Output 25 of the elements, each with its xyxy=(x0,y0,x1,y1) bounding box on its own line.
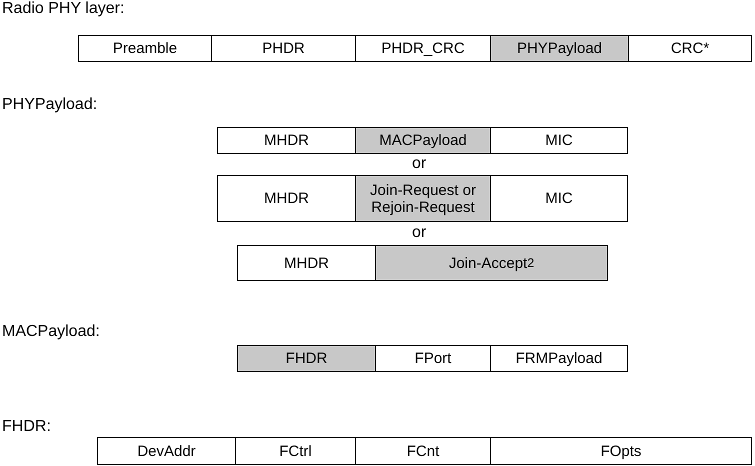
section-heading: Radio PHY layer: xyxy=(2,0,124,18)
field-cell: Preamble xyxy=(78,35,212,62)
separator-text: or xyxy=(412,155,426,173)
field-cell: FCnt xyxy=(355,437,491,465)
separator-text: or xyxy=(412,224,426,242)
field-cell: PHYPayload xyxy=(490,35,629,62)
field-cell: Join-Request or Rejoin-Request xyxy=(355,175,491,222)
field-cell: FOpts xyxy=(490,437,752,465)
section-heading: PHYPayload: xyxy=(2,96,98,114)
field-cell: MACPayload xyxy=(355,127,491,154)
field-cell: MHDR xyxy=(237,245,376,281)
field-cell: DevAddr xyxy=(97,437,236,465)
section-heading: FHDR: xyxy=(2,418,51,436)
field-cell: FPort xyxy=(375,345,491,372)
field-cell: FHDR xyxy=(237,345,376,372)
field-cell: CRC* xyxy=(628,35,752,62)
field-cell: PHDR xyxy=(211,35,356,62)
field-cell: MHDR xyxy=(217,175,356,222)
field-cell: MIC xyxy=(490,127,628,154)
field-cell: FCtrl xyxy=(235,437,356,465)
field-cell: FRMPayload xyxy=(490,345,628,372)
field-cell: MHDR xyxy=(217,127,356,154)
section-heading: MACPayload: xyxy=(2,323,100,341)
field-cell: MIC xyxy=(490,175,628,222)
field-cell: PHDR_CRC xyxy=(355,35,491,62)
